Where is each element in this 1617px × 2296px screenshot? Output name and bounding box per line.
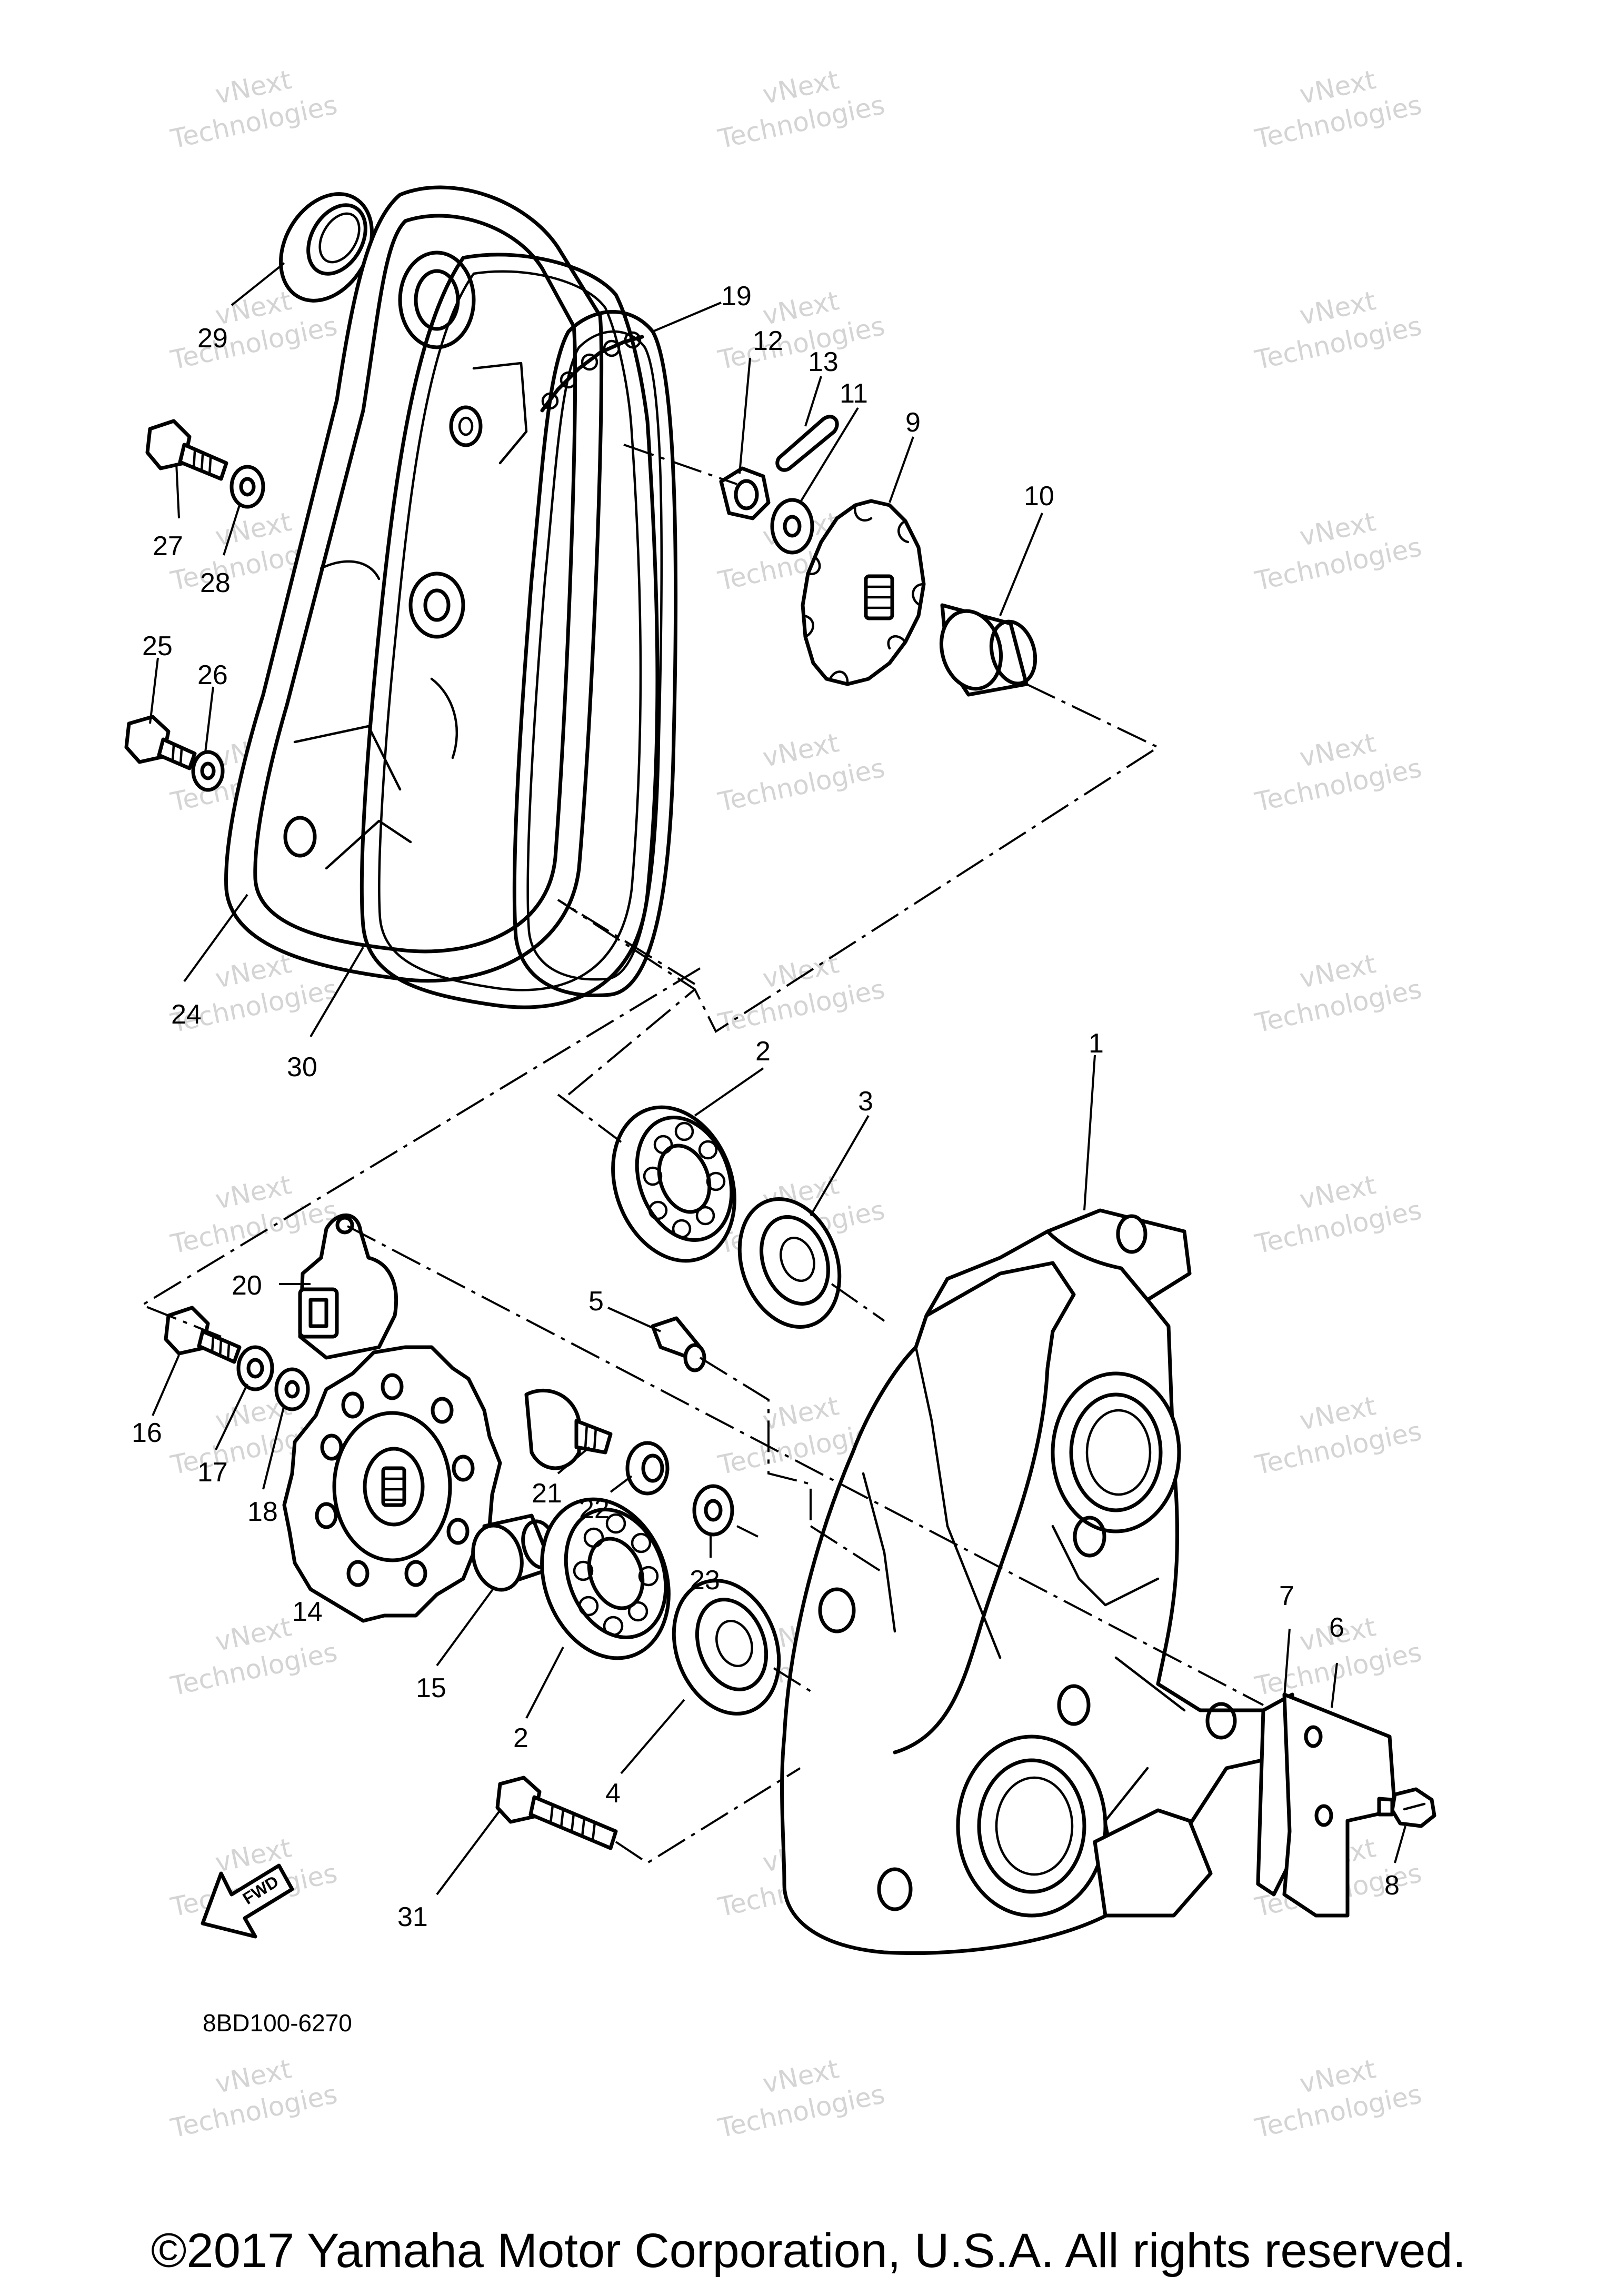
callout-14: 14	[292, 1597, 323, 1627]
part-28-washer	[229, 465, 265, 509]
callout-1: 1	[1089, 1028, 1104, 1059]
part-23-washer	[692, 1484, 734, 1537]
part-3-oil-seal	[737, 1197, 842, 1329]
part-4-oil-seal	[672, 1579, 781, 1716]
part-25-bolt	[124, 715, 197, 770]
callout-2: 2	[755, 1036, 771, 1067]
callout-3: 3	[858, 1086, 873, 1117]
callout-5: 5	[588, 1286, 604, 1317]
callout-19: 19	[721, 281, 752, 312]
part-18-washer	[274, 1367, 310, 1411]
callout-11: 11	[840, 378, 868, 409]
part-17-lock-washer	[236, 1345, 274, 1391]
callout-2: 2	[513, 1723, 528, 1753]
callout-labels: 1 2 2 3 4 5 6 7 8 9 10 11 12 13 14 15 16…	[132, 281, 1400, 1932]
assembly-lines	[139, 444, 1264, 1864]
part-16-bolt	[164, 1306, 242, 1364]
callout-4: 4	[605, 1778, 621, 1809]
part-27-bolt	[145, 419, 228, 481]
callout-6: 6	[1329, 1612, 1344, 1643]
callout-26: 26	[197, 660, 228, 690]
leader-lines	[149, 262, 1406, 1896]
callout-23: 23	[690, 1565, 720, 1596]
callout-28: 28	[200, 568, 231, 598]
part-11-washer	[770, 498, 814, 555]
part-14-sprocket	[282, 1345, 502, 1623]
callout-24: 24	[171, 999, 202, 1030]
callout-15: 15	[416, 1673, 446, 1703]
callout-8: 8	[1384, 1870, 1400, 1901]
part-20-chain-tensioner	[298, 1213, 398, 1360]
callout-20: 20	[232, 1270, 262, 1301]
part-30-gasket	[360, 253, 660, 1009]
callout-30: 30	[287, 1052, 317, 1082]
part-5-fitting	[651, 1316, 706, 1372]
callout-25: 25	[142, 631, 173, 661]
callout-9: 9	[905, 407, 921, 438]
part-31-bolt	[495, 1776, 618, 1850]
copyright-notice: ©2017 Yamaha Motor Corporation, U.S.A. A…	[151, 2224, 1466, 2278]
part-24-chain-case-cover	[224, 185, 604, 983]
callout-16: 16	[132, 1418, 162, 1448]
callout-17: 17	[197, 1457, 228, 1488]
callout-10: 10	[1024, 481, 1054, 512]
part-26-washer	[191, 750, 225, 792]
callout-12: 12	[753, 326, 783, 356]
part-21-bolt	[524, 1388, 613, 1470]
part-8-screw	[1377, 1787, 1436, 1828]
callout-22: 22	[579, 1494, 610, 1525]
diagram-code: 8BD100-6270	[203, 2009, 352, 2037]
callout-13: 13	[808, 347, 839, 377]
callout-29: 29	[197, 323, 228, 354]
part-10-collar	[939, 603, 1037, 697]
callout-18: 18	[247, 1497, 278, 1527]
part-12-nut	[719, 466, 771, 520]
callout-7: 7	[1279, 1581, 1294, 1611]
callout-31: 31	[397, 1902, 428, 1932]
part-19-drive-chain	[512, 310, 678, 997]
callout-21: 21	[532, 1478, 562, 1509]
part-13-cotter-pin	[775, 415, 839, 472]
part-2-bearing-lower	[540, 1497, 671, 1660]
part-22-collar	[625, 1441, 670, 1496]
callout-27: 27	[153, 531, 183, 562]
part-2-bearing-upper	[611, 1105, 736, 1263]
part-9-sprocket	[801, 499, 926, 686]
part-6-plate	[1282, 1692, 1397, 1918]
